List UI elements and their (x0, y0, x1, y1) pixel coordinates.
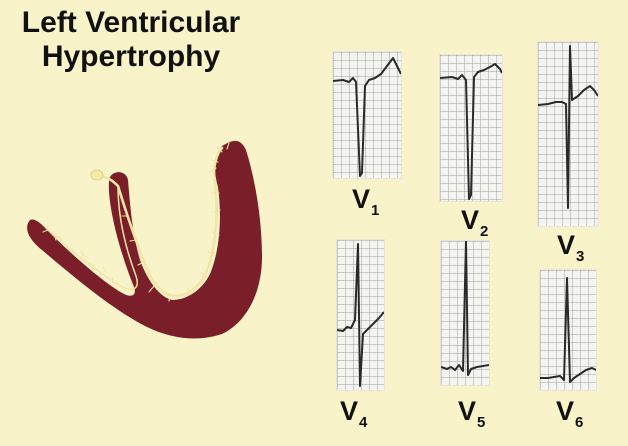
lead-label-v1: V1 (352, 184, 380, 219)
conduction-system (42, 142, 230, 302)
lead-label-v4: V4 (340, 396, 368, 431)
lead-label-v6: V6 (556, 396, 584, 431)
myocardium-wall (27, 140, 262, 339)
lead-label-v3: V3 (557, 230, 585, 265)
heart-hypertrophy-illustration (27, 140, 262, 339)
ecg-trace-v4 (337, 243, 384, 387)
sa-node-icon (90, 169, 104, 181)
title-line-2: Hypertrophy (41, 40, 221, 73)
ecg-strip-v6 (540, 270, 596, 390)
ecg-trace-v2 (440, 63, 502, 200)
ecg-strip-v1 (333, 52, 401, 178)
lead-label-v2: V2 (461, 205, 489, 240)
left-bundle-branch (45, 185, 138, 291)
ecg-strip-v3 (538, 42, 598, 226)
ecg-trace-v5 (441, 241, 489, 376)
title-line-1: Left Ventricular (21, 6, 241, 39)
diagram-title: Left Ventricular Hypertrophy (0, 6, 262, 74)
purkinje-fibers (42, 142, 230, 302)
ecg-strip-v5 (441, 241, 489, 385)
ecg-trace-v3 (538, 45, 598, 209)
lead-label-v5: V5 (458, 396, 486, 431)
ecg-trace-v1 (333, 57, 401, 177)
ecg-strip-v4 (337, 240, 384, 390)
ecg-trace-v6 (540, 277, 596, 383)
ecg-strip-v2 (440, 55, 502, 201)
